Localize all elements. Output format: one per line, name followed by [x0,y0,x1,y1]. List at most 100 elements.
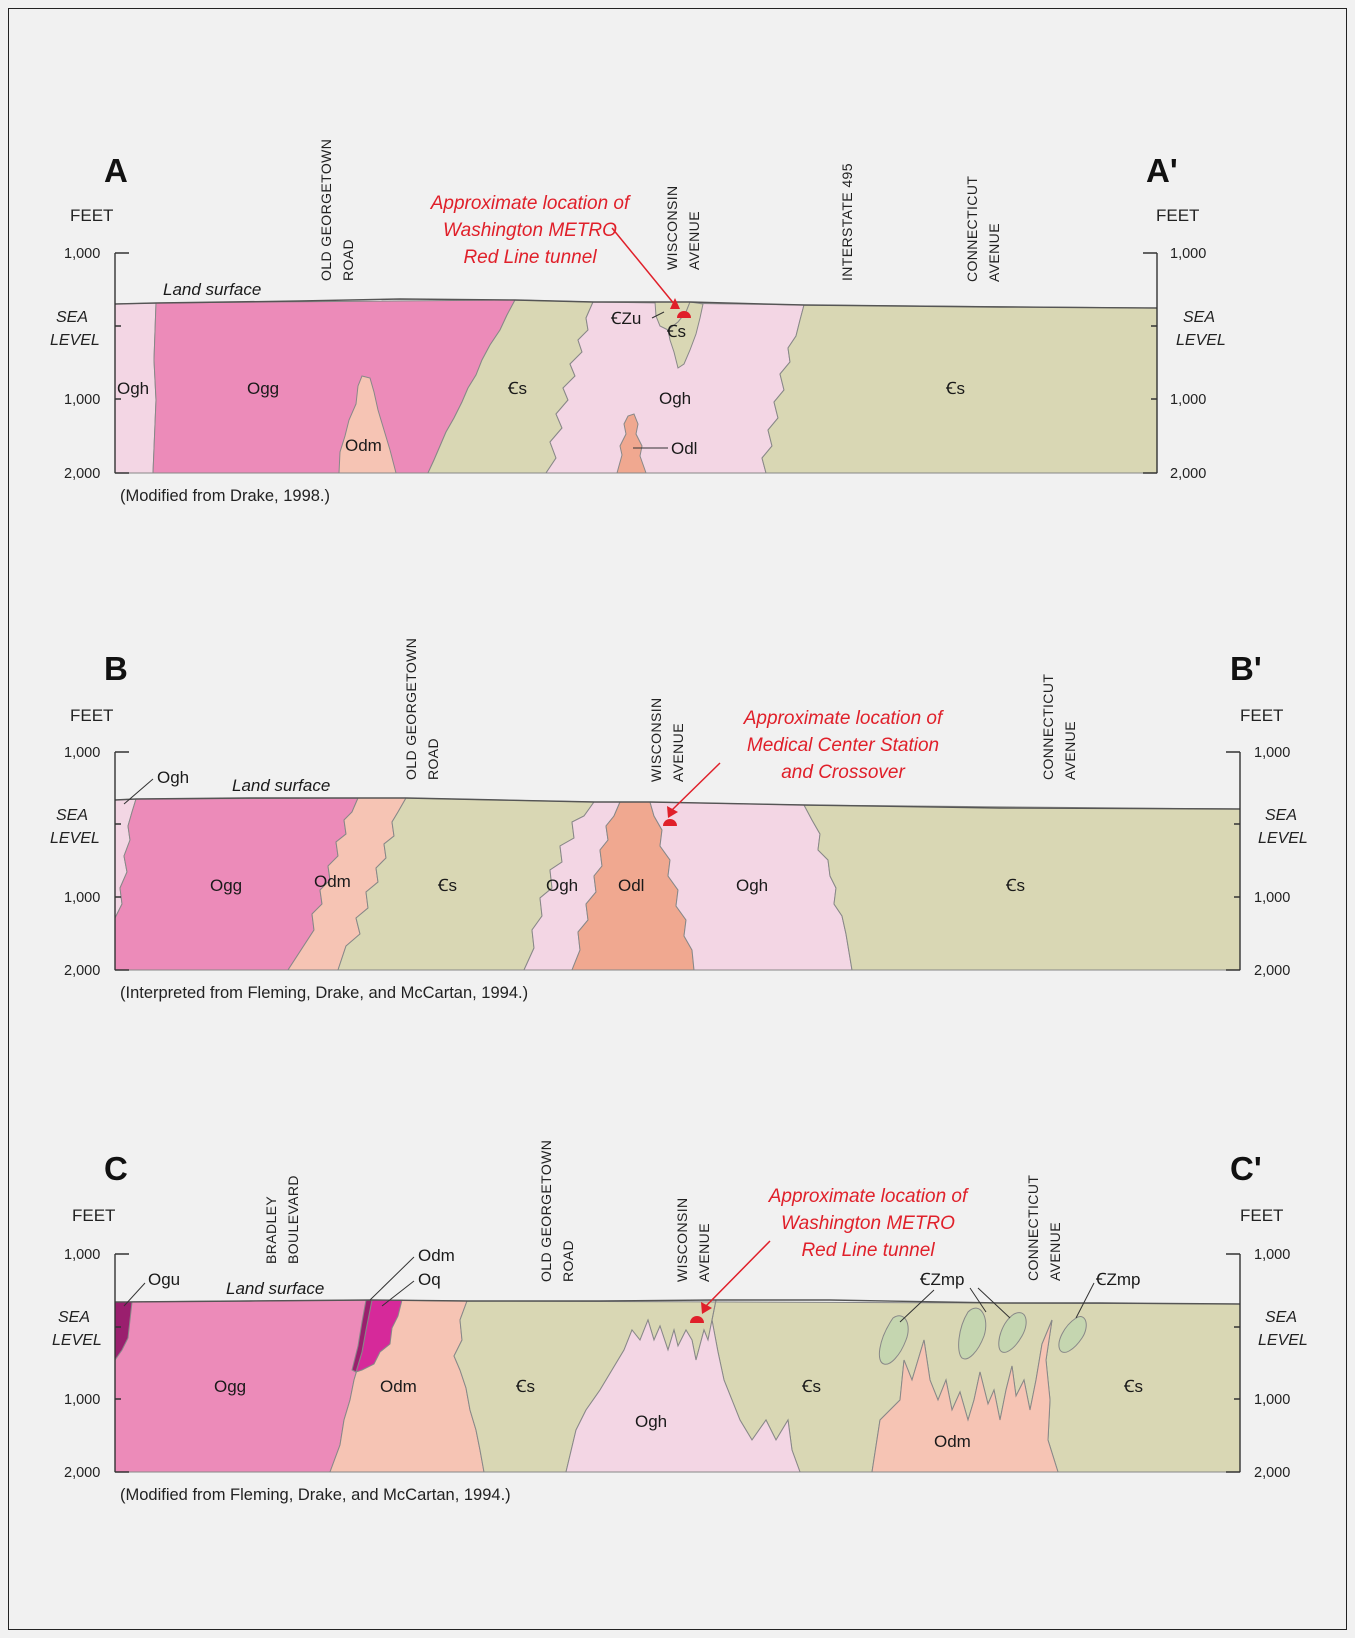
feet-label-left-b: FEET [70,706,113,725]
feet-label-right-b: FEET [1240,706,1283,725]
leader-b-ogh [123,778,154,805]
label-c-cs-2: Ꞓs [801,1377,821,1396]
label-a-odl: Odl [671,439,697,458]
tunnel-marker-a [677,311,691,318]
note-b-line1: Approximate location of [743,708,944,729]
unit-odl [616,413,647,474]
label-b-ogh-callout: Ogh [157,768,189,787]
road-b-old-georgetown-2: ROAD [425,738,441,780]
tick-a-2000-left: 2,000 [64,466,100,482]
tick-b-1000-top-right: 1,000 [1254,745,1290,761]
label-b-ogg: Ogg [210,876,242,895]
sea-level-c-left-2: LEVEL [52,1332,102,1349]
section-a: A A' FEET FEET 1,000 1,000 2,000 1,000 1… [50,139,1226,505]
road-a-old-georgetown-1: OLD GEORGETOWN [318,139,334,281]
leader-a-czu [651,311,665,319]
unit-c-ogh [565,1299,801,1473]
land-surface-line-b [114,797,1241,810]
label-c-ogg: Ogg [214,1377,246,1396]
tick-c-1000-top-right: 1,000 [1254,1247,1290,1263]
note-c-pointer [705,1240,771,1307]
land-surface-label-a: Land surface [163,280,261,299]
road-c-bradley-1: BRADLEY [263,1196,279,1264]
tick-c-1000-top-left: 1,000 [64,1247,100,1263]
leader-c-odm [369,1256,415,1301]
road-c-wisconsin-1: WISCONSIN [674,1198,690,1283]
unit-b-cs-2 [803,804,1241,971]
leader-c-czmp-2 [1075,1282,1095,1319]
road-a-old-georgetown-2: ROAD [340,239,356,281]
sea-level-a-left-2: LEVEL [50,332,100,349]
note-b-line2: Medical Center Station [747,735,939,756]
note-b-pointer [671,762,721,811]
road-a-connecticut-2: AVENUE [986,223,1002,282]
label-b-ogh-2: Ogh [736,876,768,895]
axis-b [114,751,1241,971]
source-a: (Modified from Drake, 1998.) [120,487,330,505]
label-a-cs-2: Ꞓs [945,379,965,398]
feet-label-right: FEET [1156,206,1199,225]
note-c-line2: Washington METRO [781,1213,955,1234]
note-b-line3: and Crossover [781,762,905,783]
label-c-cs-3: Ꞓs [1123,1377,1143,1396]
sea-level-b-right-2: LEVEL [1258,830,1308,847]
tick-b-1000-top-left: 1,000 [64,745,100,761]
label-a-ogh: Ogh [659,389,691,408]
land-surface-label-b: Land surface [232,776,330,795]
tick-c-2000-right: 2,000 [1254,1465,1290,1481]
label-c-ogh: Ogh [635,1412,667,1431]
land-surface-line-c [114,1299,1241,1305]
section-c: C C' FEET FEET 1,000 1,000 2,000 1,000 1… [52,1140,1308,1504]
tick-b-1000-left: 1,000 [64,890,100,906]
label-b-cs-2: Ꞓs [1005,876,1025,895]
feet-label-left: FEET [70,206,113,225]
sea-level-a-right-1: SEA [1183,309,1215,326]
unit-odm [338,375,397,474]
label-b-cs-1: Ꞓs [437,876,457,895]
unit-c-czmp-4 [1058,1316,1087,1353]
note-c-line1: Approximate location of [768,1186,969,1207]
unit-c-czmp-3 [998,1312,1027,1353]
axis-c [114,1253,1241,1473]
label-a-cs-small: Ꞓs [666,322,686,341]
road-c-old-georgetown-1: OLD GEORGETOWN [538,1140,554,1282]
note-b-arrowhead [667,806,678,818]
label-a-ogg: Ogg [247,379,279,398]
section-c-right-label: C' [1230,1150,1262,1187]
tick-b-1000-right: 1,000 [1254,890,1290,906]
road-c-bradley-2: BOULEVARD [285,1175,301,1264]
unit-c-czmp-1 [878,1315,909,1365]
source-c: (Modified from Fleming, Drake, and McCar… [120,1486,511,1504]
section-b-right-label: B' [1230,650,1262,687]
land-surface-line-a [114,298,1158,309]
note-c-arrowhead [701,1302,712,1314]
label-c-ogu: Ogu [148,1270,180,1289]
section-a-right-label: A' [1146,152,1178,189]
road-a-connecticut-1: CONNECTICUT [964,176,980,282]
label-c-odm-callout: Odm [418,1246,455,1265]
road-c-connecticut-1: CONNECTICUT [1025,1175,1041,1281]
feet-label-right-c: FEET [1240,1206,1283,1225]
label-c-odm-1: Odm [380,1377,417,1396]
tick-a-1000-top-right: 1,000 [1170,246,1206,262]
leader-c-oq [381,1280,415,1307]
label-a-czu: ꞒZu [610,309,641,328]
sea-level-b-left-1: SEA [56,807,88,824]
note-c-line3: Red Line tunnel [801,1240,935,1261]
sea-level-c-right-2: LEVEL [1258,1332,1308,1349]
sea-level-a-left-1: SEA [56,309,88,326]
section-b: B B' FEET FEET 1,000 1,000 2,000 1,000 1… [50,638,1308,1002]
road-b-old-georgetown-1: OLD GEORGETOWN [403,638,419,780]
road-b-wisconsin-1: WISCONSIN [648,698,664,783]
road-a-interstate-495: INTERSTATE 495 [839,163,855,281]
source-b: (Interpreted from Fleming, Drake, and Mc… [120,984,528,1002]
road-a-wisconsin-2: AVENUE [686,211,702,270]
section-a-left-label: A [104,152,128,189]
tick-a-1000-left: 1,000 [64,392,100,408]
figure-frame [8,8,1347,1630]
tunnel-marker-c [690,1316,704,1323]
road-b-wisconsin-2: AVENUE [670,723,686,782]
unit-cs-2 [761,304,1158,474]
road-c-old-georgetown-2: ROAD [560,1240,576,1282]
